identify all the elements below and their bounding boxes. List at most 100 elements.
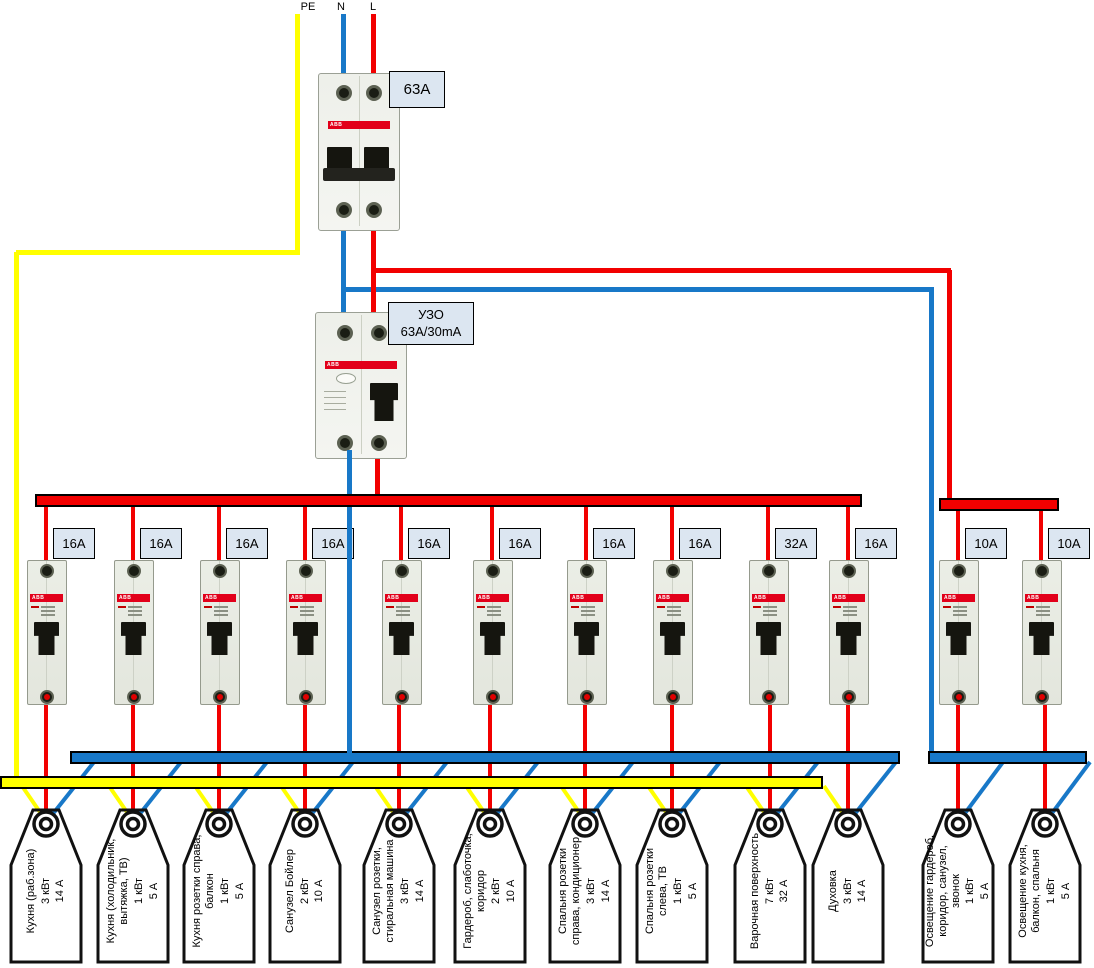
spec-print xyxy=(204,606,212,608)
circuit-current: 5 А xyxy=(1059,882,1072,900)
brand-text: ABB xyxy=(327,362,340,368)
terminal xyxy=(1035,564,1049,578)
abb-brand-band: ABB xyxy=(30,594,63,602)
circuit-current: 14 А xyxy=(856,879,869,903)
spec-print xyxy=(657,606,665,608)
circuit-current: 32 А xyxy=(778,879,791,903)
brand-text: ABB xyxy=(205,595,218,601)
spec-print xyxy=(386,606,394,608)
terminal xyxy=(580,564,594,578)
breaker-rating-label: 10A xyxy=(1048,528,1090,559)
spec-print xyxy=(833,606,841,608)
breaker-3: ABB xyxy=(200,560,240,705)
wire-dot xyxy=(956,694,962,700)
wire-dot xyxy=(44,694,50,700)
spec-print xyxy=(1036,614,1050,616)
l-wire-segment xyxy=(370,14,376,96)
l-bus xyxy=(35,494,862,507)
terminal xyxy=(299,564,313,578)
breaker-toggle xyxy=(121,622,146,655)
circuit-power: 3 кВт xyxy=(39,878,52,904)
circuit-name: Кухня (раб.зона) xyxy=(24,848,37,934)
n-bus xyxy=(70,751,900,764)
breaker-10: ABB xyxy=(829,560,869,705)
wire-dot xyxy=(217,694,223,700)
circuit-current: 14 А xyxy=(599,879,612,903)
breaker-rating-label: 16A xyxy=(226,528,268,559)
abb-brand-band: ABB xyxy=(385,594,418,602)
terminal xyxy=(366,202,382,218)
breaker-rating-label: 32A xyxy=(775,528,817,559)
spec-print xyxy=(396,610,410,612)
spec-print xyxy=(843,606,857,608)
wire-dot xyxy=(399,694,405,700)
wire-dot xyxy=(303,694,309,700)
terminal xyxy=(486,564,500,578)
tag-outline xyxy=(182,808,256,964)
spec-print xyxy=(763,614,777,616)
rcd-name: УЗО xyxy=(418,307,444,323)
circuit-current: 5 А xyxy=(979,882,992,900)
circuit-power: 2 кВт xyxy=(298,878,311,904)
breaker-8: ABB xyxy=(653,560,693,705)
rcd-rating-label: УЗО 63А/30mA xyxy=(388,302,474,345)
breaker-9: ABB xyxy=(749,560,789,705)
n-wire-segment xyxy=(346,507,352,757)
circuit-name: Освещение гардероб, коридор, санузел, зв… xyxy=(923,834,962,948)
terminal xyxy=(395,564,409,578)
circuit-feed-wire xyxy=(44,505,48,576)
spec-print xyxy=(324,397,346,398)
circuit-feed-wire xyxy=(956,509,960,576)
breaker-toggle xyxy=(756,622,781,655)
circuit-feed-wire xyxy=(670,505,674,576)
spec-print xyxy=(324,391,346,392)
breaker-toggle xyxy=(660,622,685,655)
terminal xyxy=(371,325,387,341)
spec-print xyxy=(487,614,501,616)
circuit-power: 1 кВт xyxy=(672,878,684,904)
abb-brand-band: ABB xyxy=(476,594,509,602)
circuit-current: 5 А xyxy=(686,882,699,900)
l-label: L xyxy=(369,1,377,13)
terminal xyxy=(337,325,353,341)
breaker-2: ABB xyxy=(114,560,154,705)
tag-outline xyxy=(733,808,807,964)
terminal xyxy=(337,435,353,451)
n-bus-right xyxy=(928,751,1087,764)
circuit-feed-wire xyxy=(303,505,307,576)
circuit-feed-wire xyxy=(584,505,588,576)
abb-brand-band: ABB xyxy=(328,121,390,129)
breaker-toggle xyxy=(1029,622,1054,655)
tag-outline xyxy=(453,808,527,964)
tag-outline xyxy=(362,808,436,964)
breaker-11: ABB xyxy=(939,560,979,705)
breaker-7: ABB xyxy=(567,560,607,705)
n-wire-segment xyxy=(343,286,934,292)
circuit-load-wire xyxy=(44,698,48,824)
breaker-toggle xyxy=(327,147,352,169)
circuit-feed-wire xyxy=(490,505,494,576)
circuit-feed-wire xyxy=(399,505,403,576)
breaker-toggle xyxy=(946,622,971,655)
spec-print xyxy=(214,614,228,616)
brand-text: ABB xyxy=(387,595,400,601)
tag-outline xyxy=(811,808,885,964)
brand-text: ABB xyxy=(478,595,491,601)
abb-brand-band: ABB xyxy=(752,594,785,602)
terminal xyxy=(336,85,352,101)
spec-print xyxy=(487,610,501,612)
wire-dot xyxy=(1039,694,1045,700)
circuit-feed-wire xyxy=(766,505,770,576)
tag-outline xyxy=(1008,808,1082,964)
circuit-name: Спальня розетки слева, ТВ xyxy=(644,847,670,935)
l-bus-right xyxy=(939,498,1059,511)
brand-text: ABB xyxy=(834,595,847,601)
tag-text: Освещение гардероб, коридор, санузел, зв… xyxy=(923,832,993,950)
